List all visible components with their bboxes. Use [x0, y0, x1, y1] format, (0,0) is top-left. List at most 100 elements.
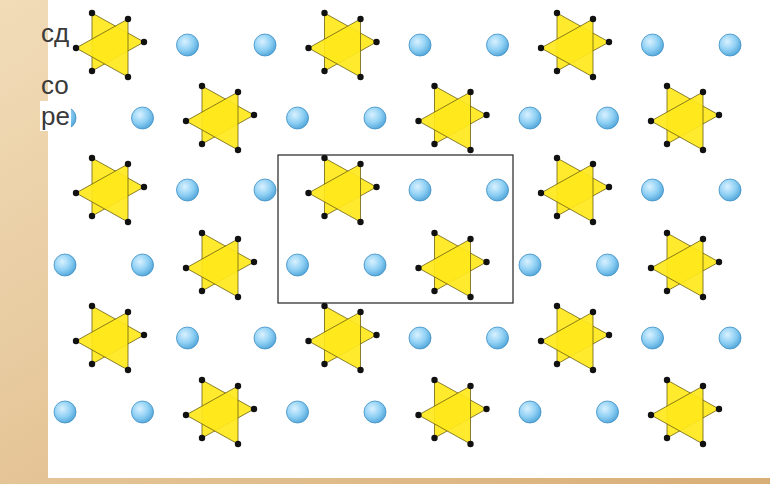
vertex-atom	[235, 236, 241, 242]
vertex-atom	[590, 219, 596, 225]
vertex-atom	[89, 361, 95, 367]
vertex-atom	[305, 338, 311, 344]
anion-group	[415, 377, 489, 447]
vertex-atom	[357, 161, 363, 167]
cation-sphere	[519, 107, 541, 129]
cation-sphere	[487, 179, 509, 201]
vertex-atom	[716, 406, 722, 412]
cation-sphere	[287, 254, 309, 276]
anion-group	[73, 10, 147, 80]
vertex-atom	[554, 303, 560, 309]
vertex-atom	[716, 112, 722, 118]
anion-group	[648, 230, 722, 300]
cation-sphere	[719, 179, 741, 201]
vertex-atom	[467, 383, 473, 389]
triangle	[419, 386, 471, 444]
triangle	[76, 312, 128, 370]
anion-group	[305, 303, 379, 373]
vertex-atom	[431, 377, 437, 383]
vertex-atom	[431, 141, 437, 147]
vertex-atom	[125, 74, 131, 80]
vertex-atom	[89, 155, 95, 161]
cation-sphere	[364, 254, 386, 276]
cation-sphere	[287, 107, 309, 129]
vertex-atom	[664, 230, 670, 236]
triangle	[541, 312, 593, 370]
vertex-atom	[415, 265, 421, 271]
vertex-atom	[251, 112, 257, 118]
triangle	[309, 164, 361, 222]
vertex-atom	[357, 367, 363, 373]
vertex-atom	[590, 367, 596, 373]
vertex-atom	[700, 89, 706, 95]
triangle	[309, 312, 361, 370]
unit-cell	[278, 155, 513, 303]
vertex-atom	[73, 45, 79, 51]
vertex-atom	[554, 361, 560, 367]
vertex-atom	[606, 332, 612, 338]
anion-group	[73, 155, 147, 225]
vertex-atom	[235, 89, 241, 95]
vertex-atom	[89, 10, 95, 16]
vertex-atom	[700, 294, 706, 300]
vertex-atom	[716, 259, 722, 265]
cation-sphere	[642, 34, 664, 56]
vertex-atom	[483, 406, 489, 412]
vertex-atom	[125, 219, 131, 225]
cation-sphere	[642, 327, 664, 349]
vertex-atom	[483, 259, 489, 265]
vertex-atom	[141, 39, 147, 45]
cation-sphere	[487, 34, 509, 56]
vertex-atom	[357, 309, 363, 315]
vertex-atom	[554, 155, 560, 161]
cation-sphere	[287, 401, 309, 423]
cation-sphere	[409, 327, 431, 349]
vertex-atom	[321, 10, 327, 16]
picture-ground	[48, 0, 770, 478]
vertex-atom	[415, 118, 421, 124]
slide-text-fragment: сд	[40, 18, 70, 48]
anion-group	[305, 155, 379, 225]
vertex-atom	[199, 435, 205, 441]
anion-group	[648, 83, 722, 153]
vertex-atom	[467, 89, 473, 95]
vertex-atom	[199, 83, 205, 89]
vertex-atom	[89, 303, 95, 309]
anion-group	[415, 230, 489, 300]
vertex-atom	[373, 332, 379, 338]
triangle	[76, 19, 128, 77]
vertex-atom	[251, 406, 257, 412]
triangle	[541, 164, 593, 222]
anion-group	[183, 230, 257, 300]
vertex-atom	[648, 265, 654, 271]
cation-sphere	[254, 179, 276, 201]
vertex-atom	[467, 441, 473, 447]
vertex-atom	[183, 265, 189, 271]
cation-sphere	[597, 401, 619, 423]
cation-sphere	[519, 254, 541, 276]
vertex-atom	[700, 236, 706, 242]
cation-sphere	[409, 179, 431, 201]
cation-sphere	[719, 34, 741, 56]
cation-sphere	[177, 34, 199, 56]
vertex-atom	[125, 309, 131, 315]
cation-sphere	[254, 34, 276, 56]
vertex-atom	[700, 441, 706, 447]
vertex-atom	[251, 259, 257, 265]
cation-sphere	[487, 327, 509, 349]
cation-sphere	[519, 401, 541, 423]
vertex-atom	[373, 184, 379, 190]
triangle	[309, 19, 361, 77]
cation-sphere	[132, 401, 154, 423]
vertex-atom	[554, 10, 560, 16]
cation-sphere	[364, 401, 386, 423]
vertex-atom	[199, 141, 205, 147]
vertex-atom	[235, 383, 241, 389]
vertex-atom	[467, 294, 473, 300]
vertex-atom	[664, 83, 670, 89]
cation-sphere	[177, 179, 199, 201]
cation-sphere	[254, 327, 276, 349]
cation-sphere	[364, 107, 386, 129]
vertex-atom	[431, 435, 437, 441]
vertex-atom	[199, 377, 205, 383]
